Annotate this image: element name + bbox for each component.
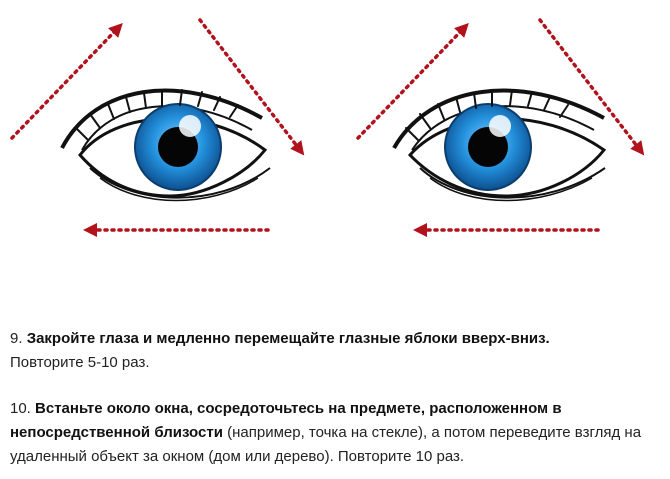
step-9: 9. Закройте глаза и медленно перемещайте… — [10, 327, 660, 375]
left-arrow-up-left — [10, 22, 123, 140]
step-instruction-bold: Встаньте около окна, сосредоточьтесь на … — [10, 400, 562, 441]
step-number: 10. — [10, 400, 31, 417]
eye-icon — [392, 88, 607, 202]
step-number: 9. — [10, 330, 23, 347]
right-arrow-down-right — [538, 18, 645, 156]
left-eye-group — [10, 18, 305, 237]
right-arrow-up-left — [356, 22, 469, 140]
right-eye-group — [356, 18, 645, 237]
eye-exercise-illustration — [10, 18, 645, 237]
step-instruction-bold: Закройте глаза и медленно перемещайте гл… — [26, 330, 550, 347]
eye-icon — [60, 88, 271, 202]
step-instruction-text: (например, точка на стекле), а потом пер… — [10, 424, 642, 465]
step-10: 10. Встаньте около окна, сосредоточьтесь… — [10, 397, 660, 469]
step-instruction-text: Повторите 5-10 раз. — [10, 354, 150, 371]
left-arrow-down-right — [198, 18, 305, 156]
